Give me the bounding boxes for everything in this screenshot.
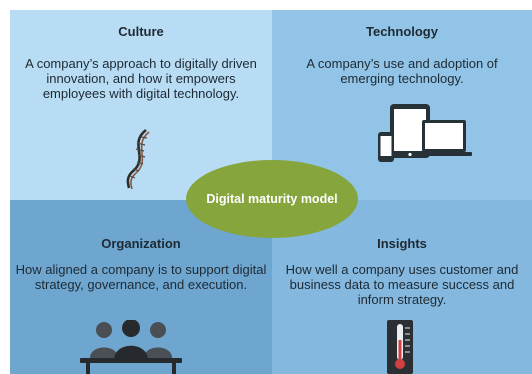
people-icon: [80, 320, 182, 374]
dna-icon: [126, 128, 150, 190]
thermometer-icon: [387, 320, 413, 374]
culture-description: A company’s approach to digitally driven…: [25, 56, 257, 101]
devices-icon: [378, 104, 472, 162]
organization-description: How aligned a company is to support digi…: [15, 262, 267, 292]
technology-title: Technology: [366, 24, 438, 39]
organization-title: Organization: [101, 236, 181, 251]
insights-description: How well a company uses customer and bus…: [285, 262, 519, 307]
culture-title: Culture: [118, 24, 164, 39]
technology-description: A company’s use and adoption of emerging…: [306, 56, 498, 86]
center-ellipse: Digital maturity model: [186, 160, 358, 238]
culture-quadrant: Culture A company’s approach to digitall…: [10, 10, 272, 200]
insights-title: Insights: [377, 236, 427, 251]
center-label: Digital maturity model: [206, 192, 338, 206]
